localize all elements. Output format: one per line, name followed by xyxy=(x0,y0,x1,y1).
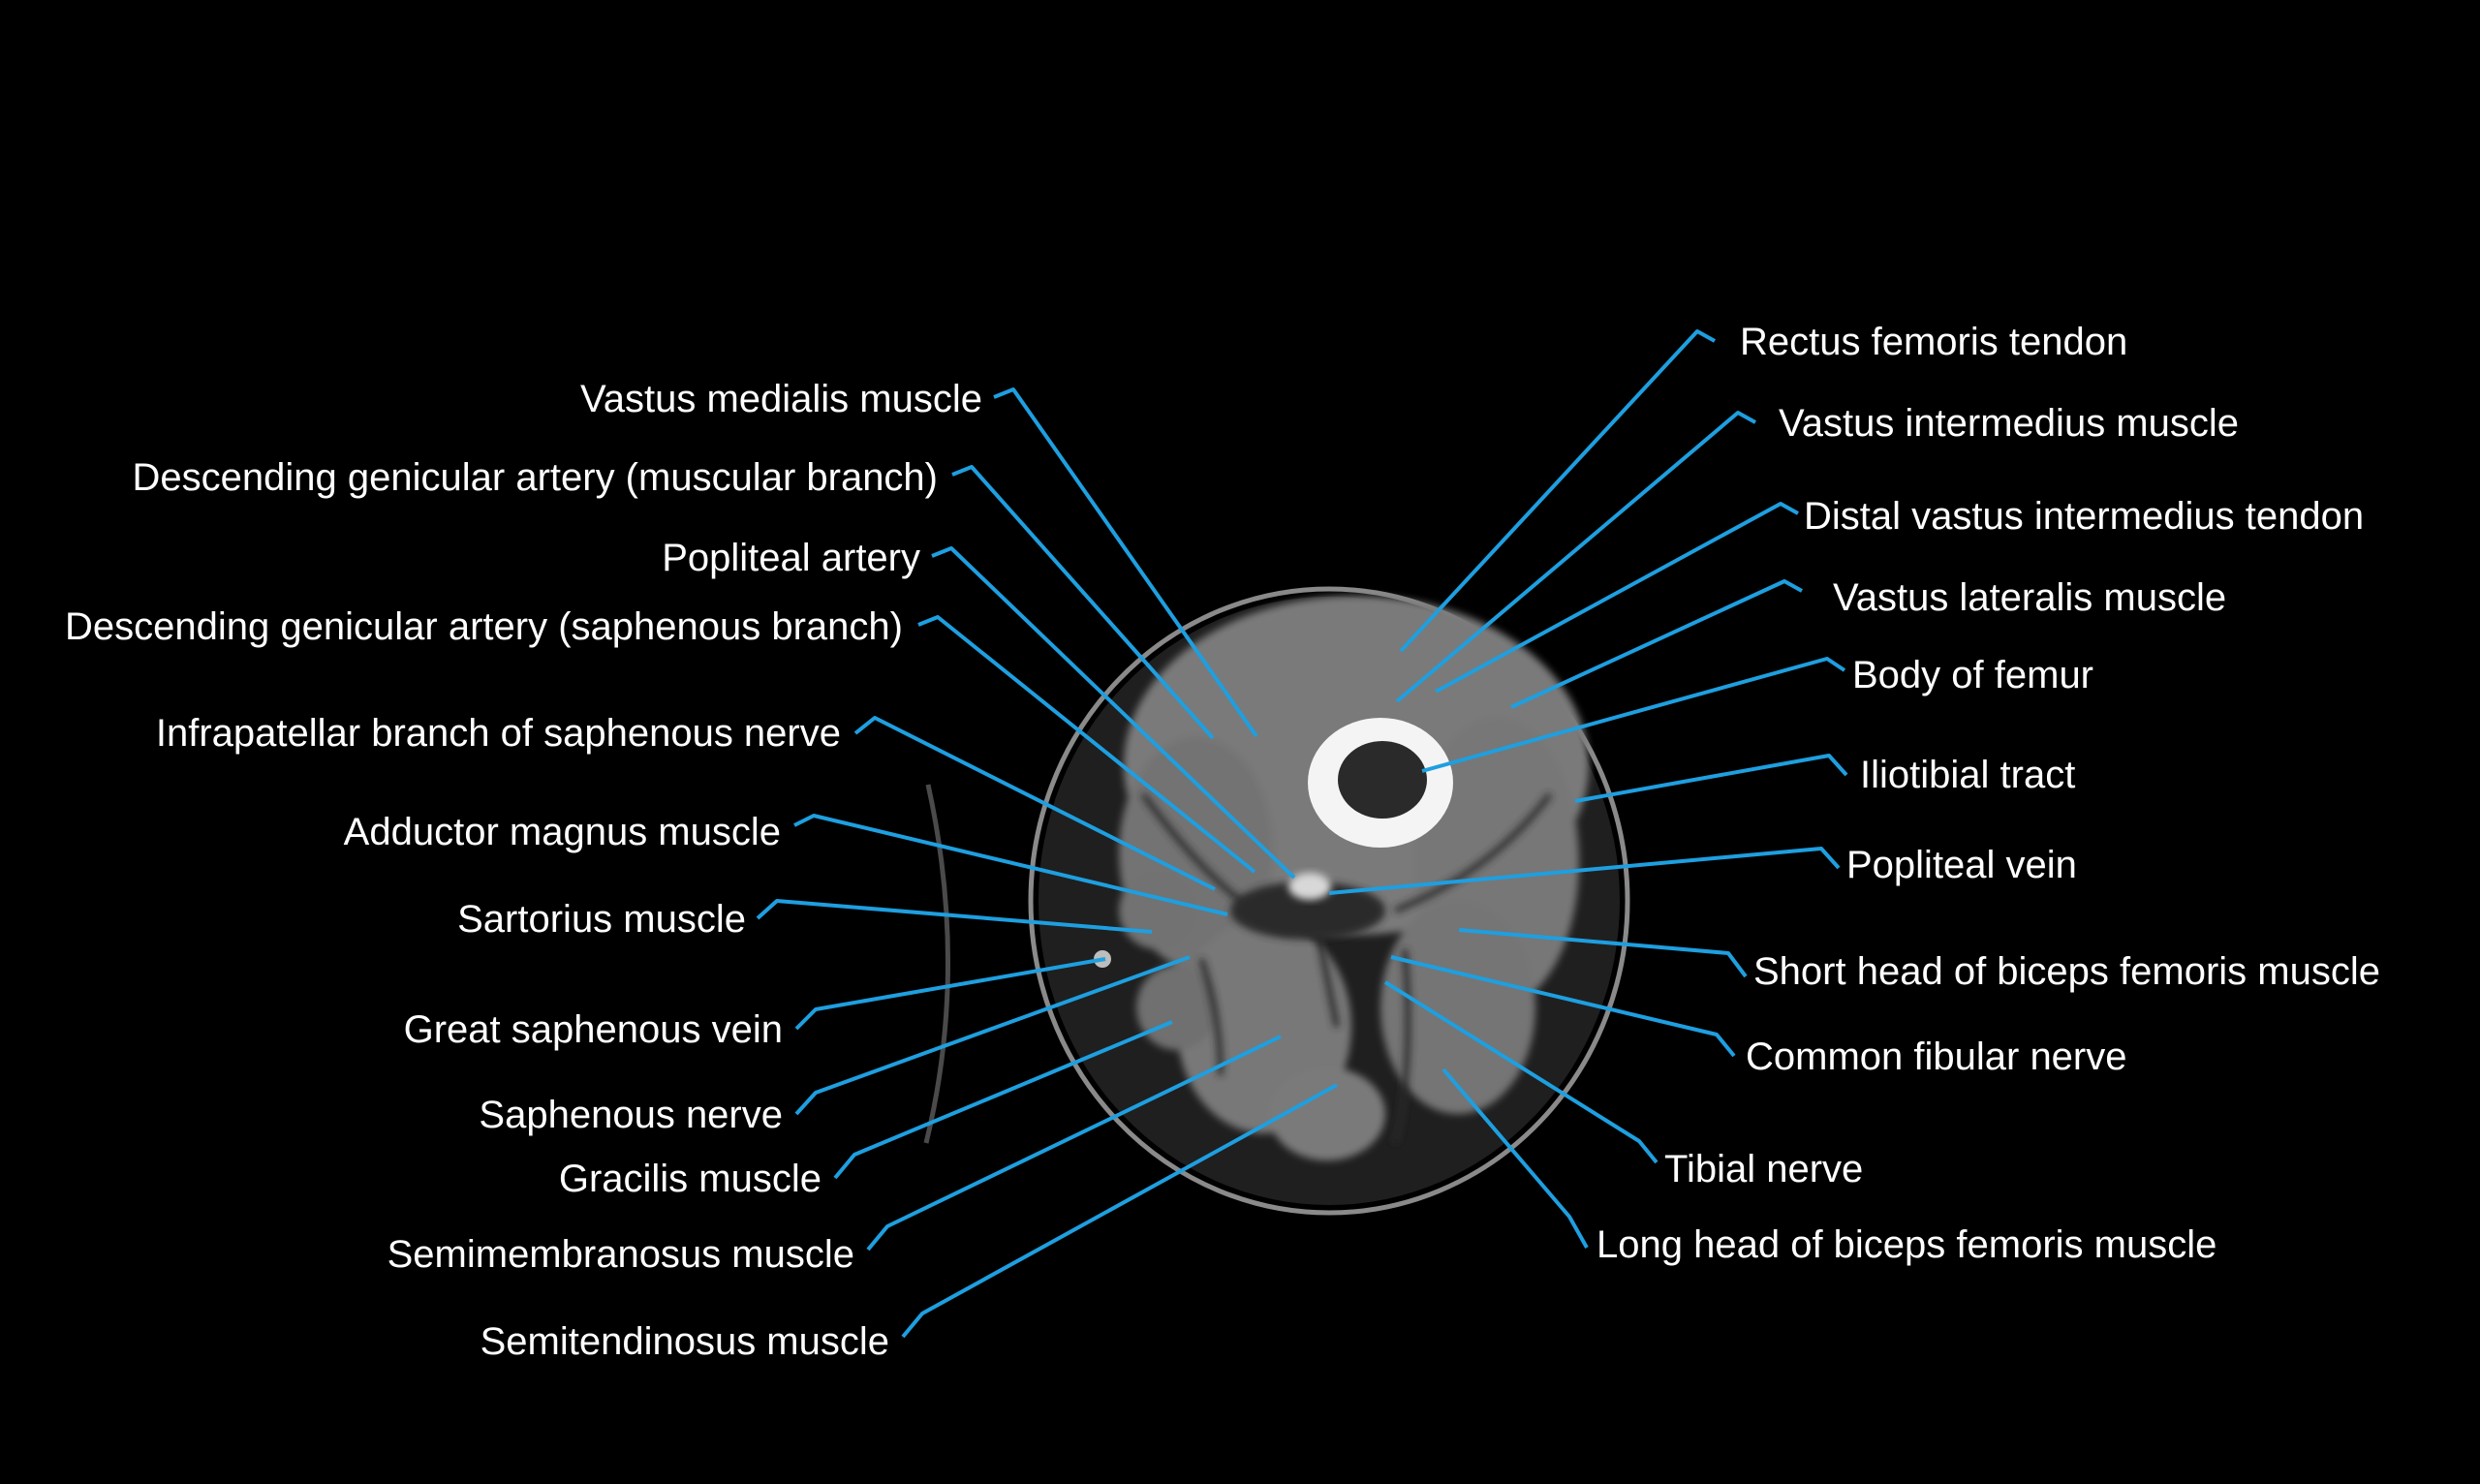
label-semitendinosus-muscle: Semitendinosus muscle xyxy=(480,1320,889,1363)
label-great-saphenous-vein: Great saphenous vein xyxy=(404,1008,783,1051)
label-rectus-femoris-tendon: Rectus femoris tendon xyxy=(1740,321,2127,363)
label-long-head-of-biceps-femoris-muscle: Long head of biceps femoris muscle xyxy=(1596,1223,2216,1266)
leader-body-of-femur xyxy=(1421,657,1846,773)
label-common-fibular-nerve: Common fibular nerve xyxy=(1746,1036,2127,1078)
leader-distal-vastus-intermedius-tendon xyxy=(1435,502,1799,694)
label-infrapatellar-branch-of-saphenous-nerve: Infrapatellar branch of saphenous nerve xyxy=(156,712,841,755)
label-vastus-lateralis-muscle: Vastus lateralis muscle xyxy=(1833,576,2226,619)
label-short-head-of-biceps-femoris-muscle: Short head of biceps femoris muscle xyxy=(1753,950,2380,993)
label-tibial-nerve: Tibial nerve xyxy=(1664,1148,1863,1190)
label-body-of-femur: Body of femur xyxy=(1852,654,2093,696)
leader-gracilis-muscle xyxy=(833,1020,1173,1180)
leader-saphenous-nerve xyxy=(794,955,1191,1116)
ct-cross-section-image xyxy=(923,586,1630,1216)
leader-vastus-lateralis-muscle xyxy=(1510,579,1803,709)
leader-descending-genicular-artery-muscular-branch xyxy=(951,465,1215,740)
leader-common-fibular-nerve xyxy=(1390,955,1736,1058)
label-popliteal-artery: Popliteal artery xyxy=(662,537,920,579)
label-vastus-medialis-muscle: Vastus medialis muscle xyxy=(580,378,982,420)
leader-iliotibial-tract xyxy=(1574,754,1848,803)
label-sartorius-muscle: Sartorius muscle xyxy=(457,898,746,941)
popliteal-vessels xyxy=(1288,873,1331,900)
label-semimembranosus-muscle: Semimembranosus muscle xyxy=(388,1233,854,1276)
label-vastus-intermedius-muscle: Vastus intermedius muscle xyxy=(1779,402,2239,445)
label-popliteal-vein: Popliteal vein xyxy=(1846,844,2077,886)
semitendinosus-region xyxy=(1269,1067,1385,1160)
leader-vastus-intermedius-muscle xyxy=(1395,411,1756,703)
label-iliotibial-tract: Iliotibial tract xyxy=(1860,754,2075,796)
label-descending-genicular-artery-muscular-branch: Descending genicular artery (muscular br… xyxy=(133,456,938,499)
sartorius-region xyxy=(1119,872,1196,949)
label-adductor-magnus-muscle: Adductor magnus muscle xyxy=(344,811,781,853)
labels-left: Vastus medialis muscle Descending genicu… xyxy=(65,378,982,1363)
leader-tibial-nerve xyxy=(1383,980,1658,1164)
popliteal-fossa-fat xyxy=(1230,881,1385,940)
skin-outline xyxy=(1028,586,1630,1216)
leader-popliteal-artery xyxy=(931,546,1296,880)
contralateral-limb-edge xyxy=(923,784,950,1144)
leader-adductor-magnus-muscle xyxy=(793,814,1228,916)
leader-rectus-femoris-tendon xyxy=(1399,329,1716,653)
leader-short-head-of-biceps-femoris-muscle xyxy=(1458,928,1748,978)
label-descending-genicular-artery-saphenous-branch: Descending genicular artery (saphenous b… xyxy=(65,605,903,648)
leader-semitendinosus-muscle xyxy=(901,1083,1338,1339)
posterior-lateral-muscles xyxy=(1380,901,1535,1114)
leader-descending-genicular-artery-saphenous-branch xyxy=(917,615,1256,874)
leader-lines xyxy=(756,329,1848,1339)
label-saphenous-nerve: Saphenous nerve xyxy=(479,1094,783,1136)
femur-marrow xyxy=(1338,741,1427,819)
leader-great-saphenous-vein xyxy=(794,957,1106,1031)
fascial-planes xyxy=(1140,792,1553,1144)
leader-long-head-of-biceps-femoris-muscle xyxy=(1442,1067,1589,1249)
leader-semimembranosus-muscle xyxy=(866,1035,1282,1252)
leader-popliteal-vein xyxy=(1328,847,1841,895)
leader-sartorius-muscle xyxy=(756,899,1153,934)
leader-vastus-medialis-muscle xyxy=(993,387,1258,738)
leader-infrapatellar-branch-of-saphenous-nerve xyxy=(853,716,1216,891)
label-distal-vastus-intermedius-tendon: Distal vastus intermedius tendon xyxy=(1804,495,2364,538)
label-gracilis-muscle: Gracilis muscle xyxy=(559,1158,822,1200)
labels-right: Rectus femoris tendon Vastus intermedius… xyxy=(1596,321,2380,1266)
